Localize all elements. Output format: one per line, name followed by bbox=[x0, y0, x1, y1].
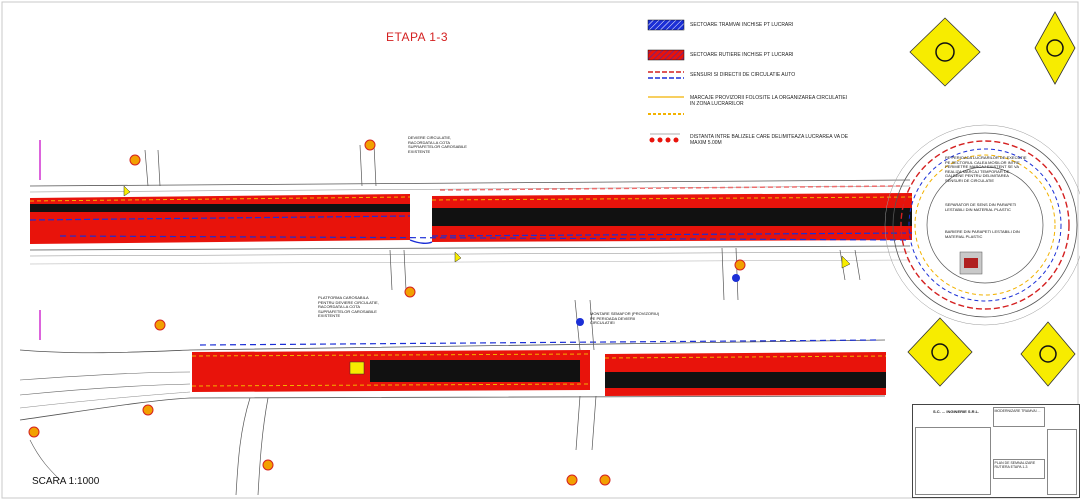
top-road bbox=[29, 140, 913, 301]
title-block-sheet-title: PLAN DE SEMNALIZARE RUTIERA ETAPA 1-3 bbox=[993, 459, 1045, 479]
note-platform: PLATFORMA CAROSABILA PENTRU DEVIERE CIRC… bbox=[318, 295, 379, 319]
legend-item-temp-marking: MARCAJE PROVIZORII FOLOSITE LA ORGANIZAR… bbox=[648, 95, 848, 109]
stage-title: ETAPA 1-3 bbox=[386, 30, 449, 44]
legend-item-road: SECTOARE RUTIERE INCHISE PT LUCRARI bbox=[648, 52, 908, 66]
note-top-diversion: DEVIERE CIRCULATIE, RACORDATA LA COTA SU… bbox=[408, 135, 467, 154]
title-block-sheet-info bbox=[1047, 429, 1077, 495]
legend-swatches bbox=[647, 19, 685, 143]
legend-text: SENSURI SI DIRECTII DE CIRCULATIE AUTO bbox=[690, 72, 796, 78]
legend-item-distance: DISTANTA INTRE BALIZELE CARE DELIMITEAZA… bbox=[648, 134, 848, 148]
traffic-signs bbox=[28, 139, 851, 486]
legend-text: SECTOARE RUTIERE INCHISE PT LUCRARI bbox=[690, 52, 794, 58]
note-separator: SEPARATOR DE SENS DIN PARAPETI LESTABILI… bbox=[945, 202, 1017, 212]
title-block-project: MODERNIZARE TRAMVAI ... bbox=[993, 407, 1045, 427]
legend-item-traffic: SENSURI SI DIRECTII DE CIRCULATIE AUTO bbox=[648, 72, 908, 86]
tram-closed-bottom-left bbox=[370, 360, 580, 382]
diamond-signs bbox=[907, 11, 1076, 387]
note-barrier: BARIERE DIN PARAPETI LESTABILI DIN MATER… bbox=[945, 229, 1020, 239]
tram-closed-left bbox=[30, 204, 410, 212]
legend-text: SECTOARE TRAMVAI INCHISE PT LUCRARI bbox=[690, 22, 794, 28]
note-semaphore: MONTARE SEMAFOR (PROVIZORIU) PE PERIOADA… bbox=[590, 311, 660, 326]
tram-closed-bottom-right bbox=[605, 372, 886, 388]
title-block-signatures bbox=[915, 427, 991, 495]
tram-closed-right bbox=[432, 208, 912, 226]
legend-text: DISTANTA INTRE BALIZELE CARE DELIMITEAZA… bbox=[690, 134, 849, 146]
title-block-company: S.C. ... INGINERIE S.R.L. bbox=[933, 409, 980, 414]
title-block: S.C. ... INGINERIE S.R.L. MODERNIZARE TR… bbox=[912, 404, 1080, 498]
legend-text: MARCAJE PROVIZORII FOLOSITE LA ORGANIZAR… bbox=[690, 95, 848, 107]
scale-label: SCARA 1:1000 bbox=[32, 476, 100, 487]
note-roundabout-marking: PE PERIOADA LUCRARILOR DE EXECUTIE PE SE… bbox=[945, 155, 1027, 183]
bottom-road bbox=[19, 299, 887, 496]
roundabout bbox=[884, 124, 1080, 326]
legend-item-tram: SECTOARE TRAMVAI INCHISE PT LUCRARI bbox=[648, 22, 908, 36]
